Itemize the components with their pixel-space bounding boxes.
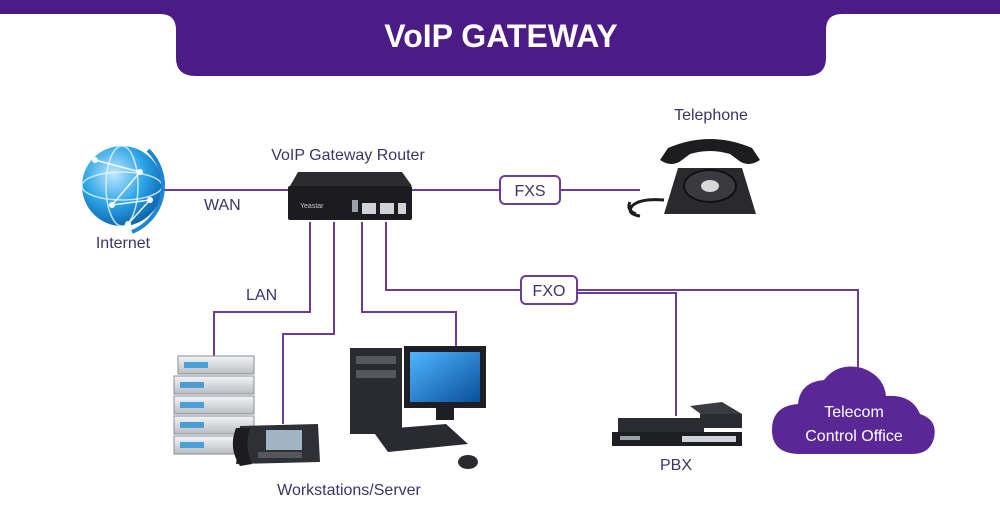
fxo-label: FXO bbox=[533, 283, 566, 300]
telecom-label-line2: Control Office bbox=[805, 428, 903, 445]
desktop-computer-icon bbox=[350, 346, 486, 469]
wan-label: WAN bbox=[204, 197, 241, 214]
cloud-icon bbox=[772, 366, 935, 454]
lan-link-phone bbox=[282, 222, 335, 424]
pbx-device-icon bbox=[612, 402, 742, 446]
router-brand: Yeastar bbox=[300, 203, 324, 210]
telecom-label-line1: Telecom bbox=[824, 404, 884, 421]
rotary-telephone-icon bbox=[627, 139, 760, 218]
lan-link-computer bbox=[361, 222, 457, 350]
pbx-label: PBX bbox=[660, 457, 692, 474]
fxo-link-telecom bbox=[577, 289, 859, 372]
fxs-label: FXS bbox=[514, 183, 545, 200]
telephone-label: Telephone bbox=[674, 107, 748, 124]
router-icon: Yeastar bbox=[288, 172, 412, 220]
globe-icon bbox=[81, 145, 166, 234]
fxo-link-left bbox=[385, 222, 522, 291]
lan-label: LAN bbox=[246, 287, 277, 304]
lan-link-servers bbox=[213, 222, 311, 358]
ip-phone-icon bbox=[232, 424, 320, 466]
page-title: VoIP GATEWAY bbox=[384, 18, 618, 54]
fxo-box: FXO bbox=[520, 275, 578, 305]
internet-label: Internet bbox=[96, 235, 151, 252]
connection-wires bbox=[160, 189, 859, 424]
fxs-box: FXS bbox=[499, 175, 561, 205]
title-banner: VoIP GATEWAY bbox=[0, 0, 1000, 76]
workstations-label: Workstations/Server bbox=[277, 482, 421, 499]
router-label: VoIP Gateway Router bbox=[271, 147, 425, 164]
fxo-link-pbx bbox=[577, 292, 677, 416]
